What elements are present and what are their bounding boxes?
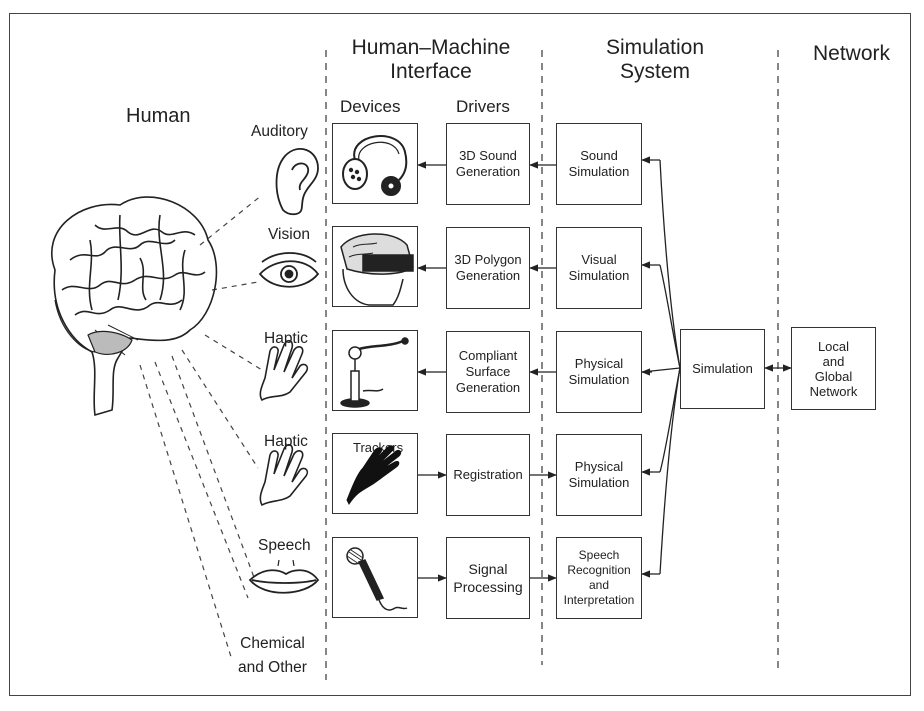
headphones-icon — [342, 135, 408, 196]
device-head-mounted-display — [332, 226, 418, 307]
ear-icon — [275, 148, 319, 216]
sense-label-vision: Vision — [268, 226, 310, 243]
eye-icon — [258, 252, 320, 288]
hand-icon-haptic — [259, 339, 309, 402]
sense-links — [139, 194, 263, 661]
simulation-box: Simulation — [680, 329, 765, 409]
sim-box-speech-recognition: Speech Recognition and Interpretation — [556, 537, 642, 619]
device-to-driver-arrows — [418, 471, 447, 582]
hmd-icon — [340, 233, 414, 306]
driver-box-3d-polygon: 3D Polygon Generation — [446, 227, 530, 309]
sense-label-speech: Speech — [258, 537, 311, 554]
header-human-machine-interface: Human–Machine Interface — [351, 36, 511, 83]
subheader-devices: Devices — [340, 97, 401, 116]
hand-icon-tracker — [259, 443, 309, 507]
device-microphone — [332, 537, 418, 618]
driver-box-registration: Registration — [446, 434, 530, 516]
device-trackers: Trackers — [332, 433, 418, 514]
sense-label-auditory: Auditory — [251, 123, 308, 140]
device-headphones — [332, 123, 418, 204]
header-network: Network — [813, 42, 891, 65]
driver-to-device-arrows — [417, 161, 446, 376]
robot-arm-icon — [340, 337, 409, 408]
device-force-feedback-arm — [332, 330, 418, 411]
mouth-icon — [248, 559, 320, 594]
driver-box-signal-processing: Signal Processing — [446, 537, 530, 619]
driver-to-sim-arrows — [530, 471, 557, 582]
network-box: Local and Global Network — [791, 327, 876, 410]
header-simulation-system: Simulation System — [605, 36, 705, 83]
simulation-fan-arrows — [641, 156, 660, 578]
diagram-frame — [9, 13, 911, 696]
sense-label-haptic-2: Haptic — [264, 433, 308, 450]
sense-label-chemical: Chemical and Other — [238, 635, 307, 676]
simulation-fan-lines — [641, 159, 681, 575]
sim-to-driver-arrows — [529, 161, 556, 376]
sense-label-haptic-1: Haptic — [264, 330, 308, 347]
header-human: Human — [126, 105, 191, 127]
sim-box-physical-2: Physical Simulation — [556, 434, 642, 516]
tracker-glove-icon — [346, 445, 402, 505]
sim-box-physical-1: Physical Simulation — [556, 331, 642, 413]
microphone-icon — [346, 547, 408, 611]
sim-box-sound: Sound Simulation — [556, 123, 642, 205]
sim-box-visual: Visual Simulation — [556, 227, 642, 309]
driver-box-compliant-surface: Compliant Surface Generation — [446, 331, 530, 413]
brain-illustration — [51, 196, 218, 417]
subheader-drivers: Drivers — [456, 97, 510, 116]
driver-box-3d-sound: 3D Sound Generation — [446, 123, 530, 205]
